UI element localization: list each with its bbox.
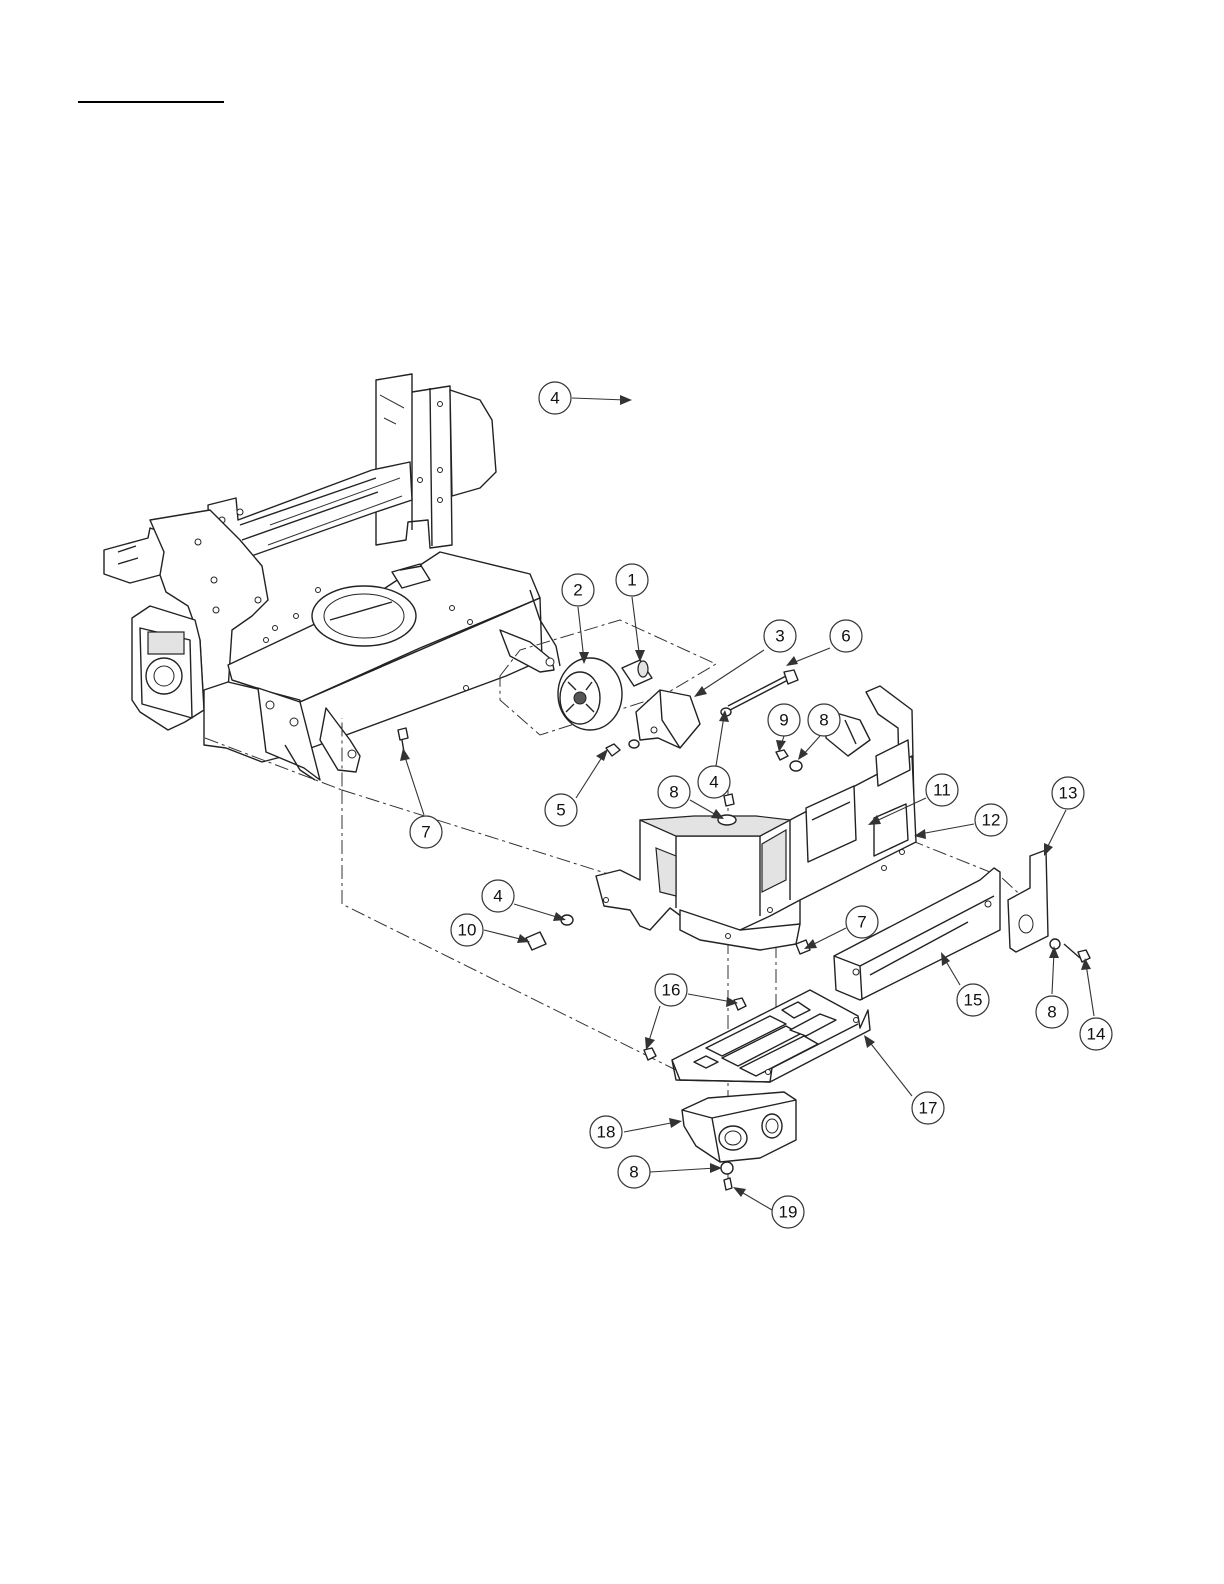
callout-5: 5 <box>545 794 577 826</box>
svg-text:6: 6 <box>841 627 850 646</box>
side-plate-right <box>1008 850 1090 962</box>
callout-8-mid: 8 <box>658 776 690 808</box>
callout-8-top: 8 <box>808 704 840 736</box>
svg-text:8: 8 <box>819 711 828 730</box>
callout-1: 1 <box>616 564 648 596</box>
callout-leaders <box>400 395 1094 1210</box>
svg-text:3: 3 <box>775 627 784 646</box>
svg-text:1: 1 <box>627 571 636 590</box>
svg-text:9: 9 <box>779 711 788 730</box>
callout-15: 15 <box>957 984 989 1016</box>
callout-4-left: 4 <box>539 382 571 414</box>
svg-text:12: 12 <box>982 811 1001 830</box>
callout-3: 3 <box>764 620 796 652</box>
svg-text:7: 7 <box>421 823 430 842</box>
caster-wheel-assembly <box>558 658 798 756</box>
callout-2: 2 <box>562 574 594 606</box>
svg-text:4: 4 <box>550 389 559 408</box>
svg-text:5: 5 <box>556 801 565 820</box>
callout-8-bottom: 8 <box>618 1156 650 1188</box>
callout-4-right: 4 <box>698 766 730 798</box>
callout-7-left: 7 <box>410 816 442 848</box>
callout-19: 19 <box>772 1196 804 1228</box>
svg-text:15: 15 <box>964 991 983 1010</box>
svg-text:18: 18 <box>597 1123 616 1142</box>
callout-11: 11 <box>926 774 958 806</box>
callout-8-right: 8 <box>1036 996 1068 1028</box>
callout-10: 10 <box>451 914 483 946</box>
svg-text:10: 10 <box>458 921 477 940</box>
callout-14: 14 <box>1080 1018 1112 1050</box>
callout-12: 12 <box>975 804 1007 836</box>
svg-text:8: 8 <box>669 783 678 802</box>
svg-text:13: 13 <box>1059 784 1078 803</box>
callout-17: 17 <box>912 1092 944 1124</box>
svg-text:11: 11 <box>933 781 951 800</box>
svg-text:8: 8 <box>629 1163 638 1182</box>
svg-text:14: 14 <box>1087 1025 1106 1044</box>
main-frame <box>104 374 560 780</box>
callout-16: 16 <box>655 974 687 1006</box>
svg-text:17: 17 <box>919 1099 938 1118</box>
svg-text:8: 8 <box>1047 1003 1056 1022</box>
heel-guard <box>682 1092 796 1190</box>
callout-13: 13 <box>1052 777 1084 809</box>
svg-text:4: 4 <box>493 887 502 906</box>
callout-6: 6 <box>830 620 862 652</box>
callout-9: 9 <box>768 704 800 736</box>
svg-text:7: 7 <box>857 913 866 932</box>
callout-18: 18 <box>590 1116 622 1148</box>
svg-text:16: 16 <box>662 981 681 1000</box>
svg-text:4: 4 <box>709 773 718 792</box>
svg-text:19: 19 <box>779 1203 798 1222</box>
callout-7-right: 7 <box>846 906 878 938</box>
svg-text:2: 2 <box>573 581 582 600</box>
callout-4-lower: 4 <box>482 880 514 912</box>
